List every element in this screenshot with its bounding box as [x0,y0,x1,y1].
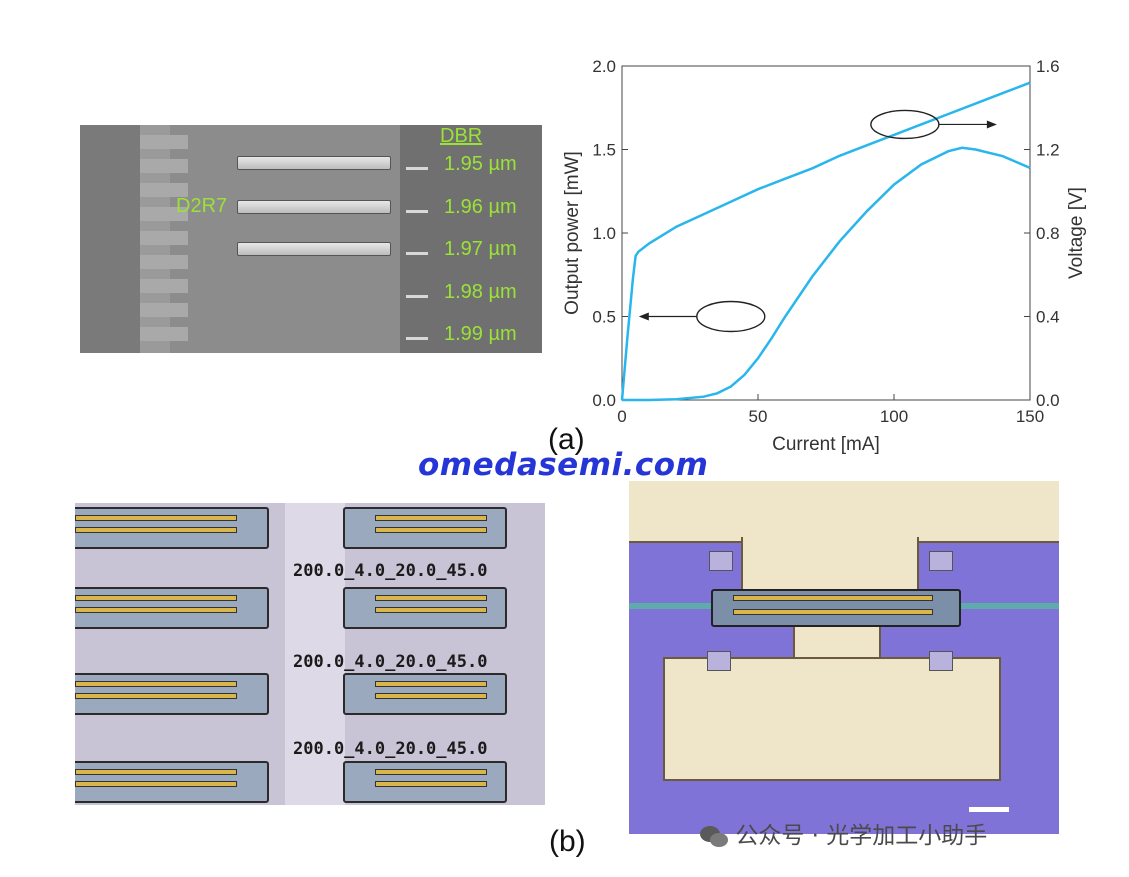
ridge-line [375,769,487,775]
probe-pad [709,551,733,571]
ridge-line [75,515,237,521]
ridge-line [75,781,237,787]
ridge-line [75,693,237,699]
ridge-line [375,693,487,699]
top-contact-pad [629,481,1059,543]
probe-pad [929,651,953,671]
comb-tooth [140,279,188,293]
x-tick-label: 100 [880,407,908,426]
grating-mark [406,295,428,298]
sem-dbr-header: DBR [440,125,483,147]
comb-tooth [140,183,188,197]
panel-a-label: (a) [548,423,585,456]
grating-mark [406,167,428,170]
y-left-tick-label: 2.0 [592,57,616,76]
grating-mark [406,210,428,213]
ridge-line [375,607,487,613]
wechat-account: 公众号 · 光学加工小助手 [735,823,988,849]
micrograph-right [629,481,1059,834]
scale-bar [969,807,1009,812]
ridge-line [375,527,487,533]
ridge-line [733,609,933,615]
x-tick-label: 0 [617,407,626,426]
power-curve [622,146,1031,402]
sem-image: DBR D2R7 1.95 µm 1.96 µm 1.97 µm 1.98 µm… [80,125,542,353]
wechat-badge: 公众号 · 光学加工小助手 [700,816,987,850]
sem-grating-strip [400,125,542,353]
device-id-label: 200.0_4.0_20.0_45.0 [293,739,488,759]
laser-ridge [237,242,391,256]
comb-tooth [140,255,188,269]
y-right-tick-label: 1.6 [1036,57,1060,76]
ridge-line [733,595,933,601]
x-tick-label: 50 [749,407,768,426]
ridge-line [75,607,237,613]
sem-period-label: 1.95 µm [444,153,517,175]
wechat-icon [700,825,728,848]
x-tick-label: 150 [1016,407,1044,426]
device-id-label: 200.0_4.0_20.0_45.0 [293,652,488,672]
laser-ridge [237,156,391,170]
y-right-axis-label: Voltage [V] [1066,187,1087,279]
ridge-line [75,527,237,533]
voltage-curve [620,81,1031,401]
top-pad-neck [741,537,919,595]
ridge-line [75,769,237,775]
y-right-tick-label: 1.2 [1036,141,1060,160]
comb-tooth [140,231,188,245]
sem-period-label: 1.97 µm [444,238,517,260]
laser-ridge [237,200,391,214]
comb-tooth [140,135,188,149]
comb-tooth [140,303,188,317]
y-left-tick-label: 0.5 [592,308,616,327]
probe-pad [929,551,953,571]
y-right-tick-label: 0.8 [1036,224,1060,243]
ridge-line [375,781,487,787]
grating-mark [406,337,428,340]
ridge-line [375,681,487,687]
y-left-axis-label: Output power [mW] [562,151,583,315]
grating-mark [406,252,428,255]
ridge-line [75,681,237,687]
micrograph-left: 200.0_4.0_20.0_45.0 200.0_4.0_20.0_45.0 … [75,503,545,805]
y-left-tick-label: 0.0 [592,391,616,410]
sem-period-label: 1.99 µm [444,323,517,345]
power-curve-marker [696,300,766,333]
y-right-tick-label: 0.0 [1036,391,1060,410]
probe-pad [707,651,731,671]
left-arrow-head [638,312,649,321]
watermark: omedasemi.com [418,447,709,483]
panel-b-label: (b) [549,825,586,858]
ridge-line [375,595,487,601]
ridge-line [75,595,237,601]
right-arrow-head [986,120,997,129]
x-axis-label: Current [mA] [772,434,880,455]
sem-period-label: 1.96 µm [444,196,517,218]
comb-tooth [140,327,188,341]
micrograph-street [285,503,345,805]
voltage-curve-marker [870,109,940,140]
y-left-tick-label: 1.5 [592,141,616,160]
y-right-tick-label: 0.4 [1036,308,1060,327]
device-id-label: 200.0_4.0_20.0_45.0 [293,561,488,581]
comb-tooth [140,159,188,173]
ridge-line [375,515,487,521]
sem-device-label: D2R7 [176,195,228,217]
y-left-tick-label: 1.0 [592,224,616,243]
plot-frame [621,65,1031,401]
sem-substrate [80,125,140,353]
comb-tooth [140,207,188,221]
sem-period-label: 1.98 µm [444,281,517,303]
bottom-contact-pad [663,657,1001,781]
